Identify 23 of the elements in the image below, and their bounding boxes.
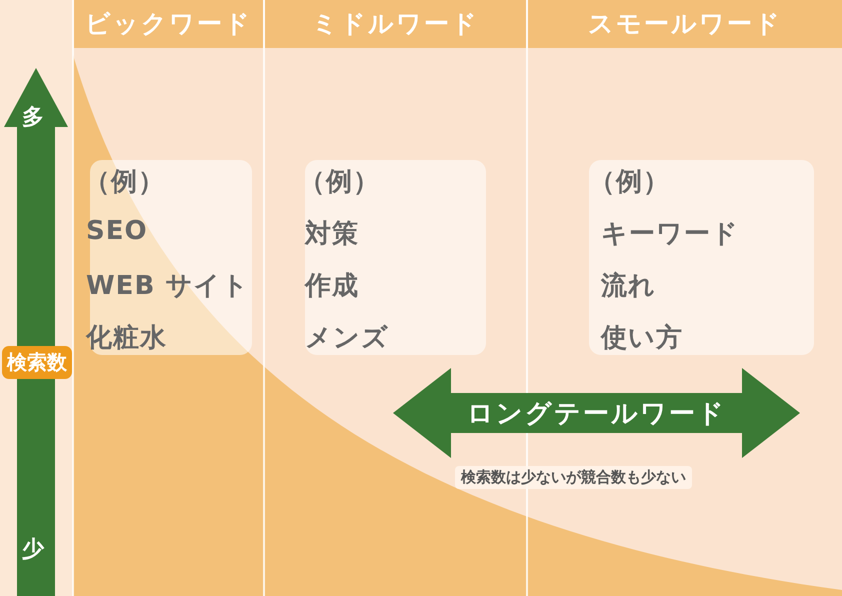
- axis-title: 検索数: [2, 346, 72, 379]
- column: [72, 0, 263, 596]
- arrow-label: ロングテールワード: [466, 398, 727, 430]
- example-keyword: 化粧水: [86, 322, 167, 355]
- axis-label: 少: [22, 536, 44, 564]
- example-heading: （例）: [299, 166, 380, 199]
- example-keyword: WEB サイト: [86, 270, 250, 303]
- example-keyword: キーワード: [601, 218, 739, 251]
- column-header: ビックワード: [74, 0, 263, 48]
- example-keyword: 作成: [305, 270, 359, 303]
- example-card: [589, 160, 814, 355]
- example-heading: （例）: [589, 166, 670, 199]
- example-keyword: 使い方: [601, 322, 683, 355]
- example-keyword: 対策: [305, 218, 359, 251]
- example-heading: （例）: [84, 166, 165, 199]
- axis-label: 多: [22, 104, 44, 132]
- example-keyword: SEO: [86, 216, 148, 246]
- example-keyword: 流れ: [601, 270, 656, 303]
- column-header: ミドルワード: [265, 0, 526, 48]
- note-text: 検索数は少ないが競合数も少ない: [455, 466, 692, 489]
- example-keyword: メンズ: [305, 322, 389, 355]
- column-header: スモールワード: [528, 0, 842, 48]
- example-card: [305, 160, 486, 355]
